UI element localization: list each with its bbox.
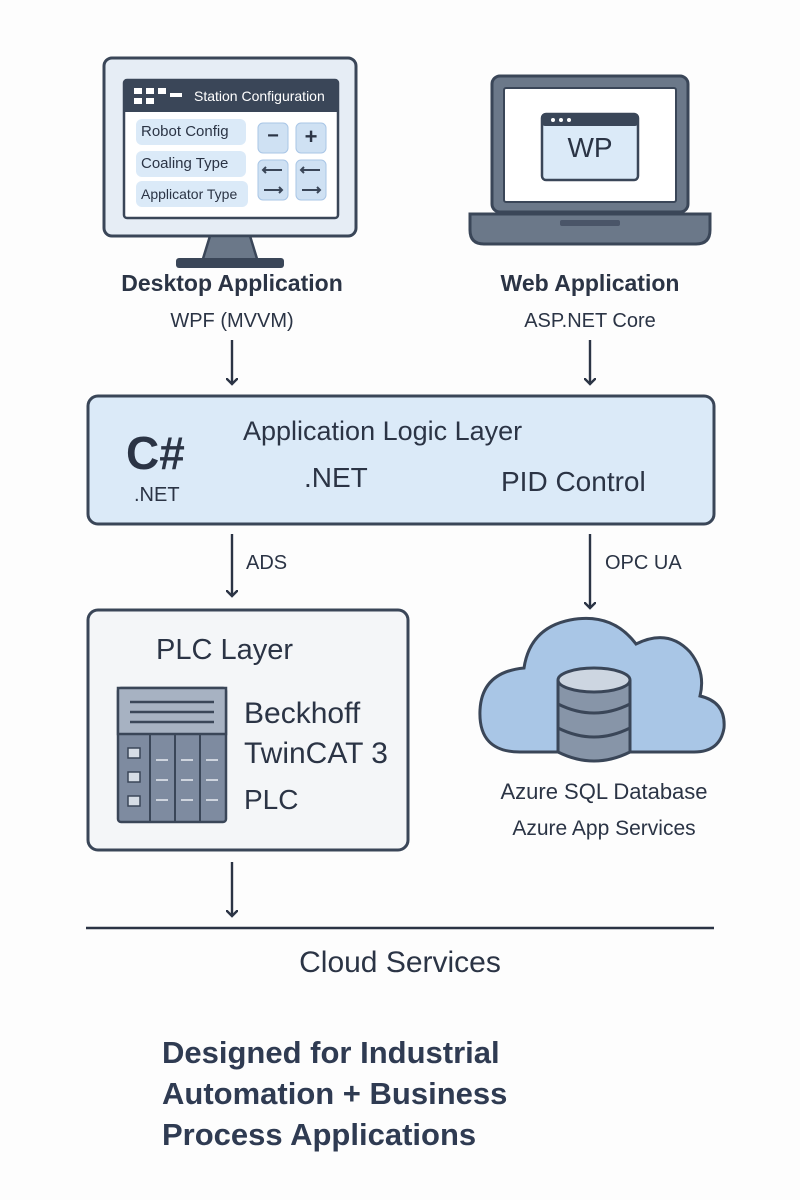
footer-line-2: Automation + Business	[162, 1076, 508, 1111]
csharp-net-label: .NET	[134, 484, 180, 506]
logic-layer-title: Application Logic Layer	[243, 416, 523, 446]
window-title: Station Configuration	[194, 88, 325, 104]
opc-ua-label: OPC UA	[605, 552, 682, 574]
database-icon	[556, 666, 632, 763]
stepper-arrows-icon	[261, 166, 322, 194]
minus-button-bg	[257, 122, 289, 154]
plc-hardware-icon	[116, 686, 228, 824]
field-pill	[136, 151, 246, 177]
plc-plc: PLC	[244, 784, 299, 815]
logic-layer-box	[86, 394, 716, 526]
minus-button: −	[267, 125, 279, 147]
field-pill	[136, 119, 246, 145]
footer-line-3: Process Applications	[162, 1117, 477, 1152]
field-pill	[136, 181, 248, 207]
field-robot-config: Robot Config	[141, 123, 229, 140]
field-coaling-type: Coaling Type	[141, 155, 229, 172]
web-app-title: Web Application	[500, 270, 680, 296]
field-applicator-type: Applicator Type	[141, 186, 238, 202]
plus-button: +	[304, 124, 318, 149]
plc-layer-title: PLC Layer	[156, 634, 294, 666]
web-app-subtitle: ASP.NET Core	[524, 310, 656, 332]
dotnet-label: .NET	[304, 462, 368, 493]
browser-window-icon	[540, 112, 640, 182]
cloud-services-label: Cloud Services	[299, 946, 501, 979]
azure-app-services-label: Azure App Services	[512, 817, 696, 840]
menu-grid-icon	[134, 88, 182, 104]
pid-control-label: PID Control	[501, 466, 646, 497]
plc-twincat: TwinCAT 3	[244, 737, 388, 770]
plus-button-bg	[295, 122, 327, 154]
desktop-app-subtitle: WPF (MVVM)	[170, 310, 294, 332]
azure-sql-label: Azure SQL Database	[500, 779, 708, 804]
stepper-button	[295, 159, 327, 201]
stepper-button	[257, 159, 289, 201]
footer-line-1: Designed for Industrial	[162, 1035, 500, 1070]
plc-beckhoff: Beckhoff	[244, 697, 361, 730]
ads-label: ADS	[246, 552, 288, 574]
desktop-app-title: Desktop Application	[121, 270, 343, 296]
csharp-logo: C#	[126, 427, 185, 479]
browser-label: WP	[567, 132, 613, 163]
